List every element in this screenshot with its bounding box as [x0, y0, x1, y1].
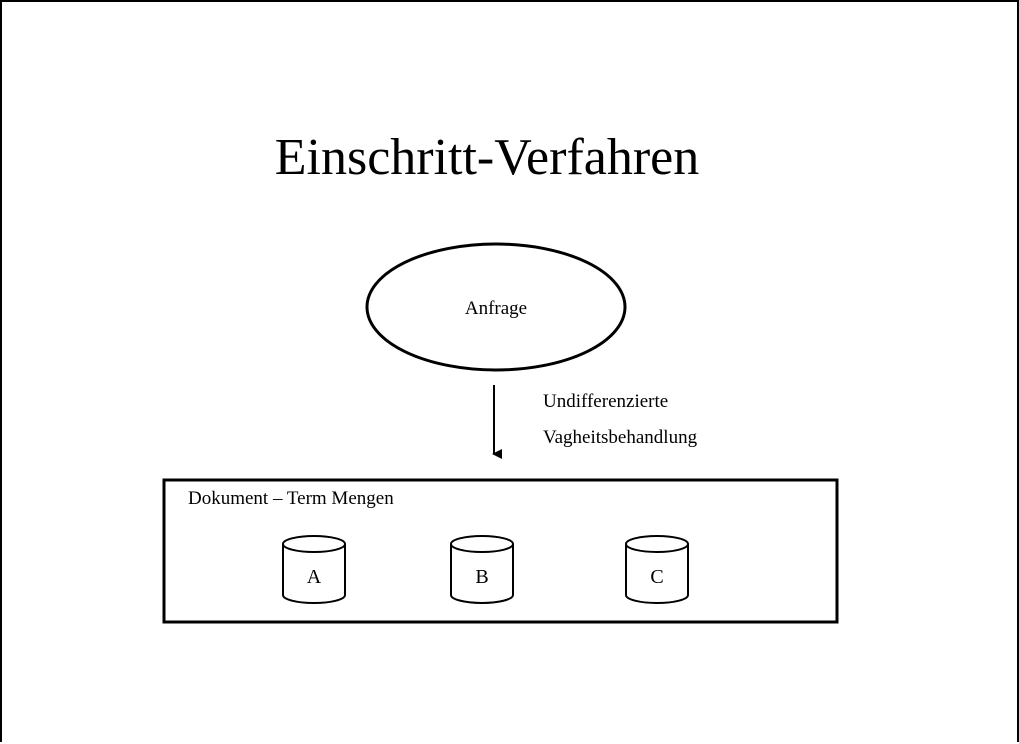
- database-b-label: B: [475, 566, 488, 588]
- database-b-icon: B: [450, 535, 514, 604]
- arrow-label-line1: Undifferenzierte: [543, 391, 668, 412]
- database-a-icon: A: [282, 535, 346, 604]
- query-ellipse: [365, 242, 627, 372]
- arrow-label-line2: Vagheitsbehandlung: [543, 427, 698, 448]
- slide-title: Einschritt-Verfahren: [275, 129, 699, 186]
- query-label: Anfrage: [465, 298, 527, 319]
- database-a-label: A: [307, 566, 322, 588]
- database-c-label: C: [650, 566, 663, 588]
- container-label: Dokument – Term Mengen: [188, 488, 394, 509]
- database-c-icon: C: [625, 535, 689, 604]
